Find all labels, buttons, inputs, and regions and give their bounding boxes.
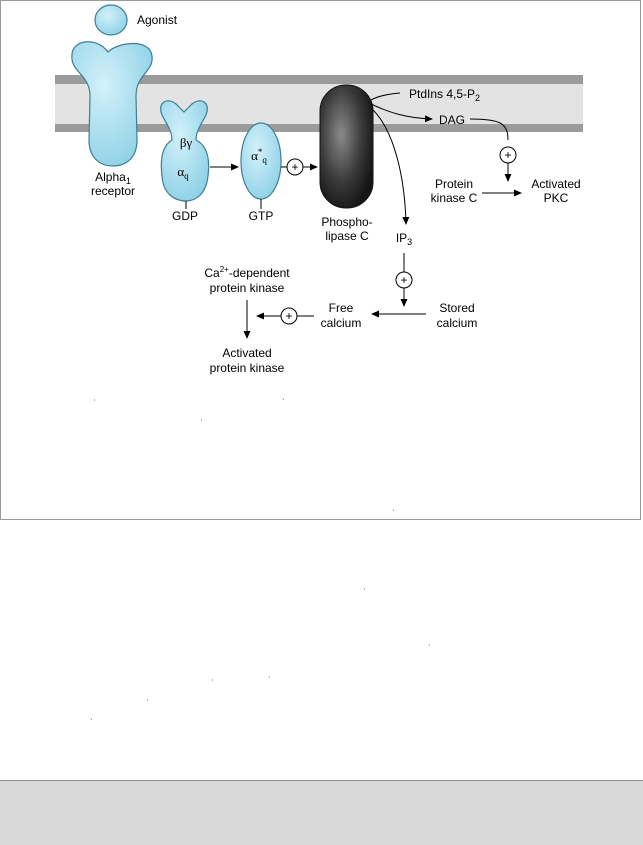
gtp-label: GTP bbox=[249, 209, 274, 223]
scan-speck: · bbox=[363, 585, 366, 594]
scan-speck: · bbox=[268, 673, 271, 682]
receptor-label-line2: receptor bbox=[91, 184, 135, 198]
ca-dependent-kinase-line2: protein kinase bbox=[210, 281, 285, 295]
plus-sign-4: + bbox=[280, 307, 298, 325]
activated-pkc-line1: Activated bbox=[531, 177, 580, 191]
receptor-label-line1: Alpha1 bbox=[95, 170, 131, 186]
activated-alpha-q: α*q GTP bbox=[240, 122, 282, 223]
scan-speck: · bbox=[282, 395, 285, 404]
svg-text:+: + bbox=[504, 148, 511, 162]
ca-dependent-kinase-line1: Ca2+-dependent bbox=[204, 265, 290, 280]
activated-protein-kinase-line2: protein kinase bbox=[210, 361, 285, 375]
stored-calcium-line1: Stored bbox=[439, 301, 474, 315]
scan-speck: · bbox=[93, 396, 96, 405]
stored-calcium-line2: calcium bbox=[437, 316, 478, 330]
gdp-label: GDP bbox=[172, 209, 198, 223]
activated-protein-kinase-line1: Activated bbox=[222, 346, 271, 360]
svg-text:+: + bbox=[291, 160, 298, 174]
arrow-to-dag bbox=[370, 103, 433, 123]
ptdins-label: PtdIns 4,5-P2 bbox=[409, 87, 480, 103]
beta-gamma-label: βγ bbox=[180, 135, 193, 150]
dag-label: DAG bbox=[439, 113, 465, 127]
alpha1-receptor: Alpha1 receptor bbox=[71, 41, 153, 198]
scan-speck: · bbox=[200, 416, 203, 425]
signaling-diagram: Agonist Alpha1 receptor βγ αq GDP α*q GT… bbox=[55, 4, 583, 375]
scan-speck: · bbox=[428, 641, 431, 650]
svg-text:+: + bbox=[400, 273, 407, 287]
agonist-label: Agonist bbox=[137, 13, 178, 27]
plus-sign-2: + bbox=[499, 146, 517, 164]
plc-label-line1: Phospho- bbox=[321, 215, 372, 229]
alpha-q-label: αq bbox=[177, 164, 189, 181]
pkc-label-line1: Protein bbox=[435, 177, 473, 191]
activated-pkc-line2: PKC bbox=[544, 191, 569, 205]
free-calcium-line2: calcium bbox=[321, 316, 362, 330]
pkc-label-line2: kinase C bbox=[431, 191, 478, 205]
scan-speck: · bbox=[392, 506, 395, 515]
svg-text:+: + bbox=[285, 309, 292, 323]
line-plc-to-ptdins bbox=[370, 92, 401, 101]
free-calcium-line1: Free bbox=[329, 301, 354, 315]
scan-speck: · bbox=[90, 715, 93, 724]
plus-sign-1: + bbox=[286, 158, 304, 176]
arrow-to-ip3 bbox=[370, 107, 410, 225]
ip3-label: IP3 bbox=[396, 231, 412, 247]
scan-speck: · bbox=[146, 696, 149, 705]
plc-label-line2: lipase C bbox=[325, 229, 369, 243]
scan-speck: · bbox=[211, 676, 214, 685]
agonist-molecule: Agonist bbox=[94, 4, 178, 36]
footer-bar bbox=[0, 780, 643, 845]
figure-frame bbox=[0, 0, 641, 520]
alpha-star-q-label: α*q bbox=[251, 147, 267, 165]
phospholipase-c: Phospho- lipase C bbox=[319, 84, 374, 243]
plus-sign-3: + bbox=[395, 271, 413, 289]
g-protein-complex: βγ αq GDP bbox=[160, 100, 210, 223]
line-dag-to-plus bbox=[469, 118, 509, 141]
